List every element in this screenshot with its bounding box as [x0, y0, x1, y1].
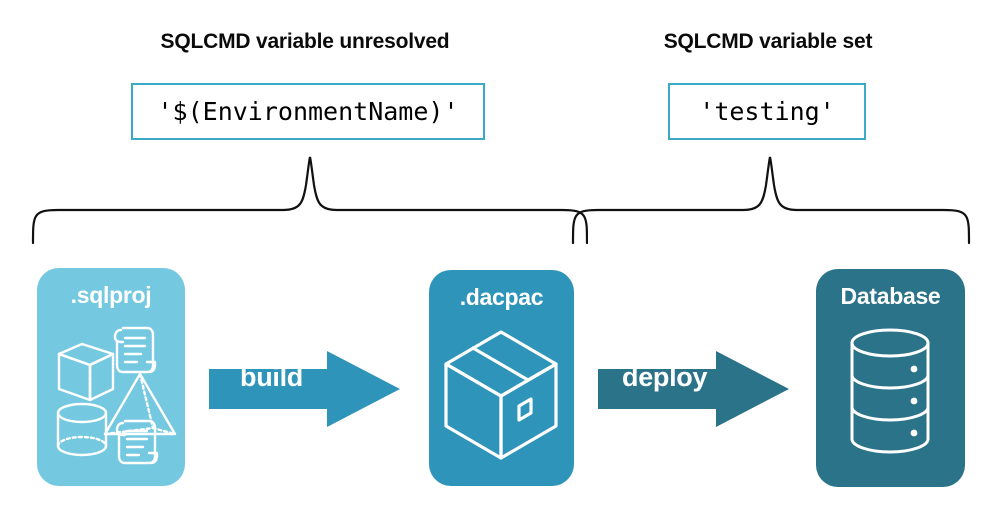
database-cylinder-icon: [850, 328, 930, 454]
package-box-icon: [444, 330, 558, 460]
scroll-icon: [113, 326, 157, 374]
section-title-right: SQLCMD variable set: [663, 30, 873, 53]
arrow-label-deploy: deploy: [622, 362, 708, 392]
cylinder-icon: [56, 402, 108, 457]
arrow-build: [209, 349, 401, 434]
arrow-label-build: build: [240, 362, 303, 392]
pyramid-icon: [103, 372, 177, 436]
arrow-right-icon: [598, 351, 789, 427]
code-box-set-variable: 'testing': [668, 83, 866, 140]
arrow-deploy: [598, 349, 790, 434]
stage-label-sqlproj: .sqlproj: [70, 282, 152, 308]
stage-label-database: Database: [840, 283, 941, 309]
section-title-left: SQLCMD variable unresolved: [160, 30, 450, 53]
sqlproj-artwork: [37, 320, 185, 475]
arrow-right-icon: [209, 351, 400, 427]
brace-left-icon: [31, 156, 589, 245]
stage-label-dacpac: .dacpac: [459, 284, 544, 310]
cube-icon: [57, 342, 115, 402]
scroll-icon: [115, 419, 159, 465]
brace-right-icon: [571, 156, 971, 245]
stage-box-sqlproj: .sqlproj: [37, 268, 185, 486]
database-artwork: [816, 321, 965, 476]
stage-box-database: Database: [816, 269, 965, 487]
stage-box-dacpac: .dacpac: [429, 270, 574, 486]
brace-right: [568, 155, 974, 250]
brace-left: [28, 155, 589, 250]
dacpac-artwork: [429, 322, 574, 477]
code-box-unresolved-variable: '$(EnvironmentName)': [131, 83, 485, 140]
